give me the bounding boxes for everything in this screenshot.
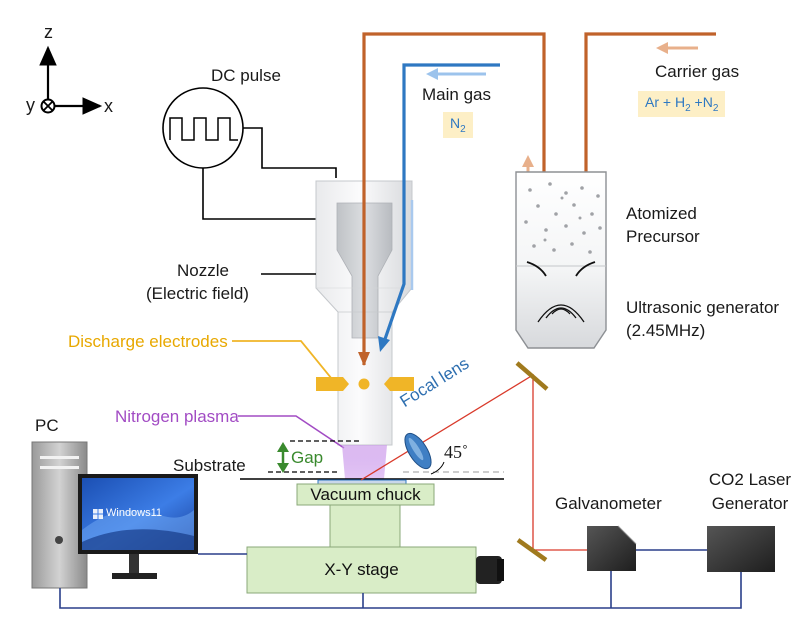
discharge-electrodes bbox=[232, 340, 414, 391]
vacuum-chuck-label: Vacuum chuck bbox=[310, 484, 421, 504]
axis-indicator bbox=[39, 45, 103, 115]
carrier-gas-label: Carrier gas bbox=[655, 62, 740, 81]
angle-label: 45˚ bbox=[444, 442, 468, 462]
carrier-gas-part-1: Ar + H bbox=[645, 94, 686, 110]
windows-logo-text: Windows11 bbox=[106, 507, 163, 519]
axis-z-label: z bbox=[44, 22, 53, 42]
discharge-electrodes-label: Discharge electrodes bbox=[68, 332, 228, 351]
nozzle-label-2: (Electric field) bbox=[146, 284, 249, 303]
gap-arrow bbox=[277, 442, 289, 473]
control-cables bbox=[59, 549, 742, 609]
pc-label: PC bbox=[35, 416, 59, 435]
substrate-assembly bbox=[240, 440, 504, 594]
xy-stage-label: X-Y stage bbox=[324, 560, 399, 579]
substrate-label: Substrate bbox=[173, 456, 246, 475]
gap-label: Gap bbox=[291, 448, 324, 467]
atomized-precursor-label-2: Precursor bbox=[626, 227, 700, 246]
carrier-gas-formula: Ar + H2 +N2 bbox=[638, 91, 726, 117]
main-gas-formula-subscript: 2 bbox=[460, 123, 466, 135]
carrier-gas-sub-1: 2 bbox=[685, 102, 691, 114]
atomized-precursor-label-1: Atomized bbox=[626, 204, 697, 223]
co2-laser-generator bbox=[707, 526, 775, 572]
pc bbox=[31, 441, 198, 589]
nitrogen-plasma-label: Nitrogen plasma bbox=[115, 407, 239, 426]
axis-y-label: y bbox=[26, 95, 35, 115]
laser-generator-label-2: Generator bbox=[711, 494, 789, 513]
laser-generator-label-1: CO2 Laser bbox=[708, 470, 792, 489]
axis-x-label: x bbox=[104, 96, 113, 116]
carrier-gas-part-2: +N bbox=[690, 94, 713, 110]
ultrasonic-generator-label-1: Ultrasonic generator bbox=[626, 298, 780, 317]
dc-pulse-source bbox=[162, 87, 337, 220]
dc-pulse-label: DC pulse bbox=[211, 66, 281, 85]
carrier-gas-line-nozzle bbox=[358, 32, 546, 366]
main-gas-line bbox=[378, 63, 500, 352]
main-gas-formula: N2 bbox=[443, 112, 473, 138]
main-gas-formula-symbol: N bbox=[450, 115, 461, 131]
carrier-gas-sub-2: 2 bbox=[712, 102, 719, 114]
main-gas-label: Main gas bbox=[422, 85, 491, 104]
ultrasonic-generator-label-2: (2.45MHz) bbox=[626, 321, 706, 340]
galvanometer bbox=[587, 525, 637, 571]
galvanometer-label: Galvanometer bbox=[555, 494, 662, 513]
atomizer-vial bbox=[515, 171, 607, 349]
precursor-droplets bbox=[524, 182, 602, 254]
laser-path bbox=[360, 361, 588, 562]
nozzle-label-1: Nozzle bbox=[177, 261, 229, 280]
